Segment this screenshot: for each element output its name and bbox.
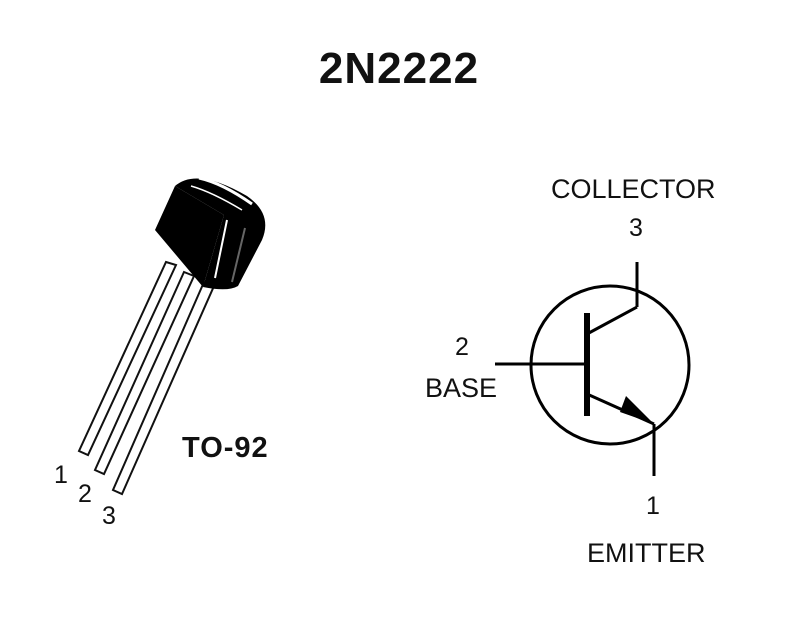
collector-label: COLLECTOR: [551, 174, 716, 204]
part-number-title: 2N2222: [318, 44, 480, 93]
collector-pin: 3: [629, 214, 643, 242]
package-pin-1: 1: [54, 461, 68, 489]
emitter-arrow-icon: [620, 396, 654, 424]
package-pin-3: 3: [102, 502, 116, 530]
to92-package-drawing: [77, 176, 266, 496]
npn-transistor-symbol: [495, 262, 691, 476]
lead-2: [93, 270, 196, 476]
collector-diagonal: [586, 305, 638, 336]
package-body: [175, 178, 266, 290]
package-pin-2: 2: [78, 480, 92, 508]
emitter-pin: 1: [646, 492, 660, 520]
emitter-label: EMITTER: [587, 538, 706, 568]
base-label: BASE: [425, 373, 498, 403]
package-front-face: [155, 186, 224, 287]
package-name: TO-92: [182, 432, 269, 464]
lead-1: [77, 260, 178, 457]
base-pin: 2: [455, 333, 469, 361]
